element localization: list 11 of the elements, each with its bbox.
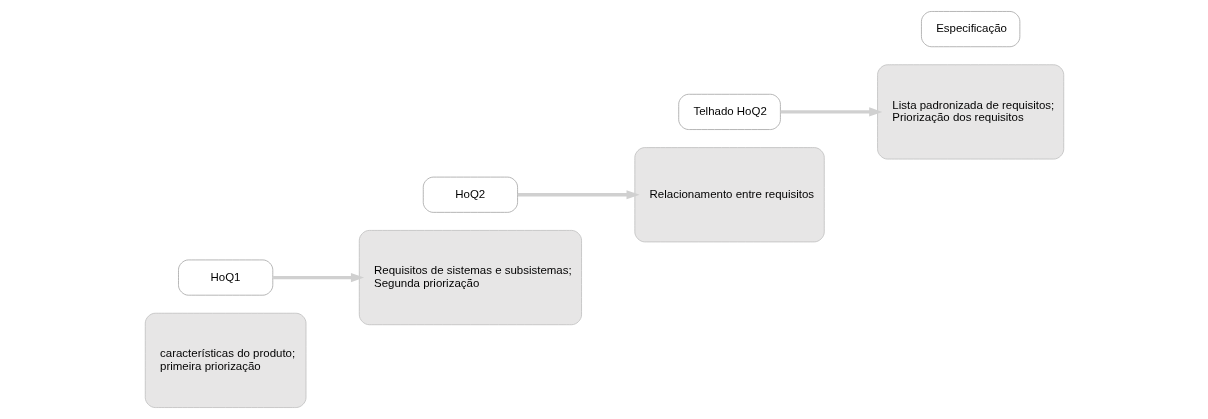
node-box: Especificação [920, 11, 1020, 48]
node-box: HoQ2 [422, 176, 518, 213]
arrow [517, 190, 640, 200]
node-box: características do produto; primeira priorização [144, 312, 306, 408]
arrow [780, 107, 882, 117]
node-box: Relacionamento entre requisitos [633, 147, 825, 243]
node-box: HoQ1 [177, 259, 273, 296]
arrow [272, 272, 364, 283]
node-box: Lista padronizada de requisitos; Priorização dos requisitos [876, 64, 1064, 160]
node-box: Telhado HoQ2 [677, 93, 781, 130]
node-box: Requisitos de sistemas e subsistemas; Segunda priorização [358, 230, 582, 326]
